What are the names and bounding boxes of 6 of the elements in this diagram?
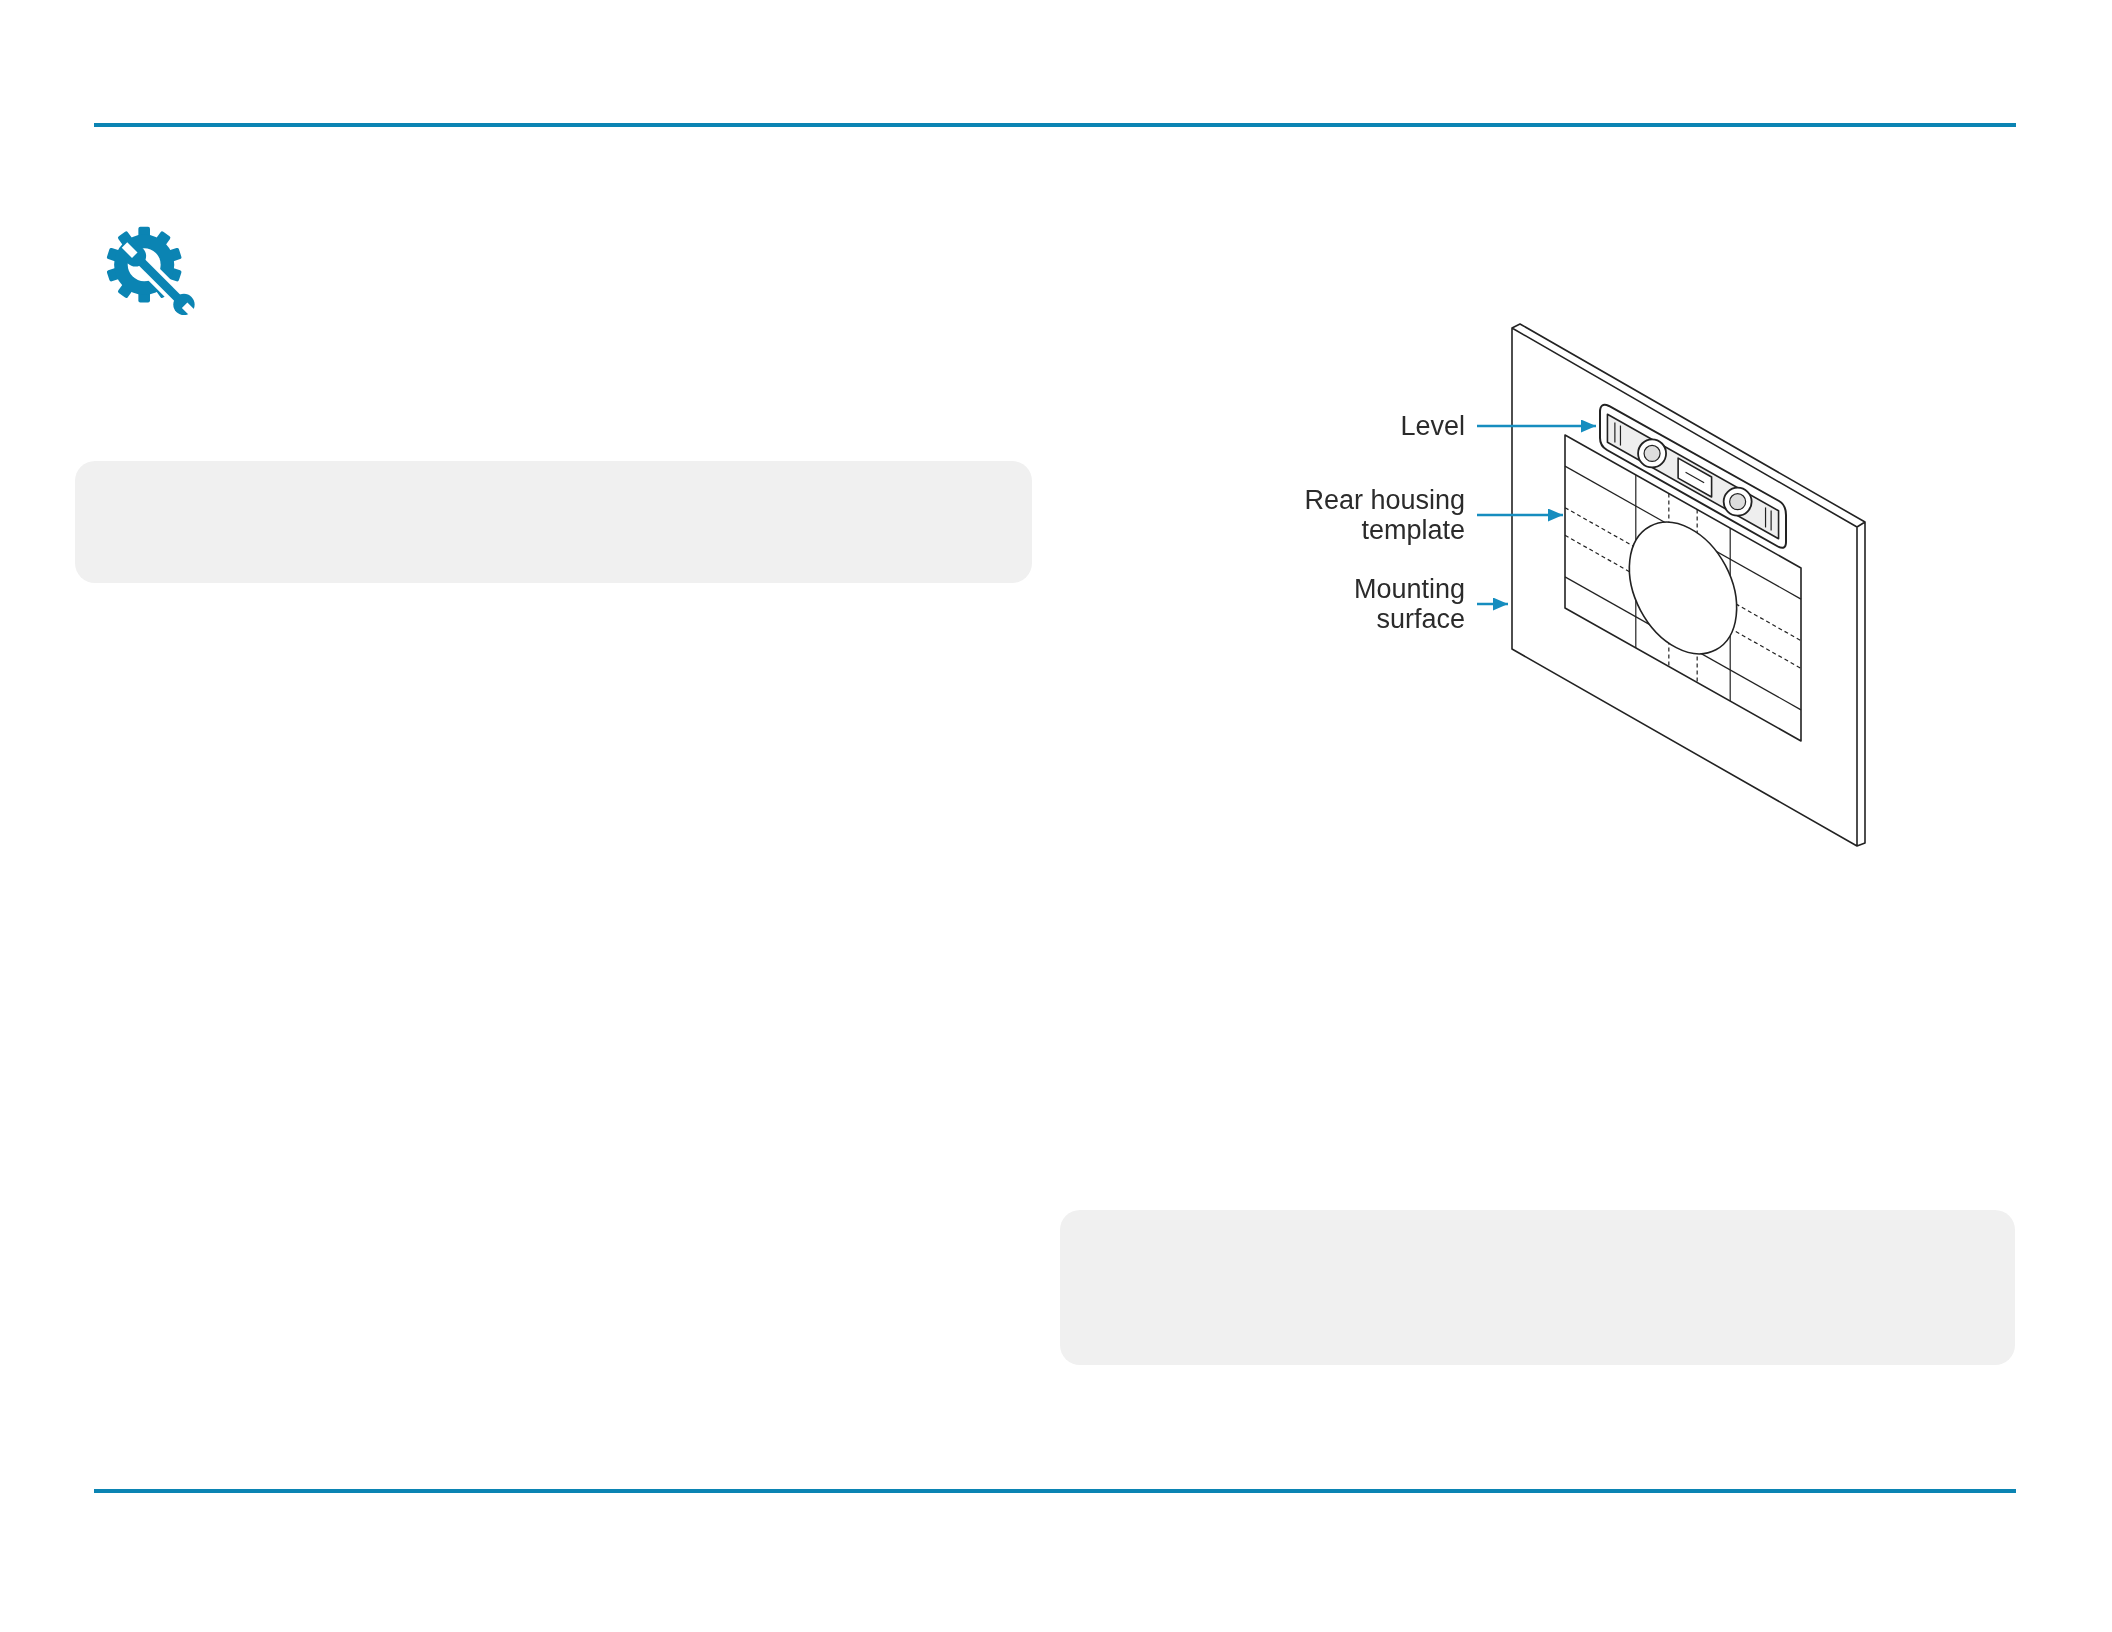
leader-arrow [1477, 419, 1596, 433]
callout-label: Level [1265, 411, 1477, 441]
callout-label: Rear housing template [1265, 485, 1477, 545]
callout-label: Mounting surface [1265, 574, 1477, 634]
leader-arrow [1477, 508, 1563, 522]
leader-arrow [1477, 597, 1508, 611]
